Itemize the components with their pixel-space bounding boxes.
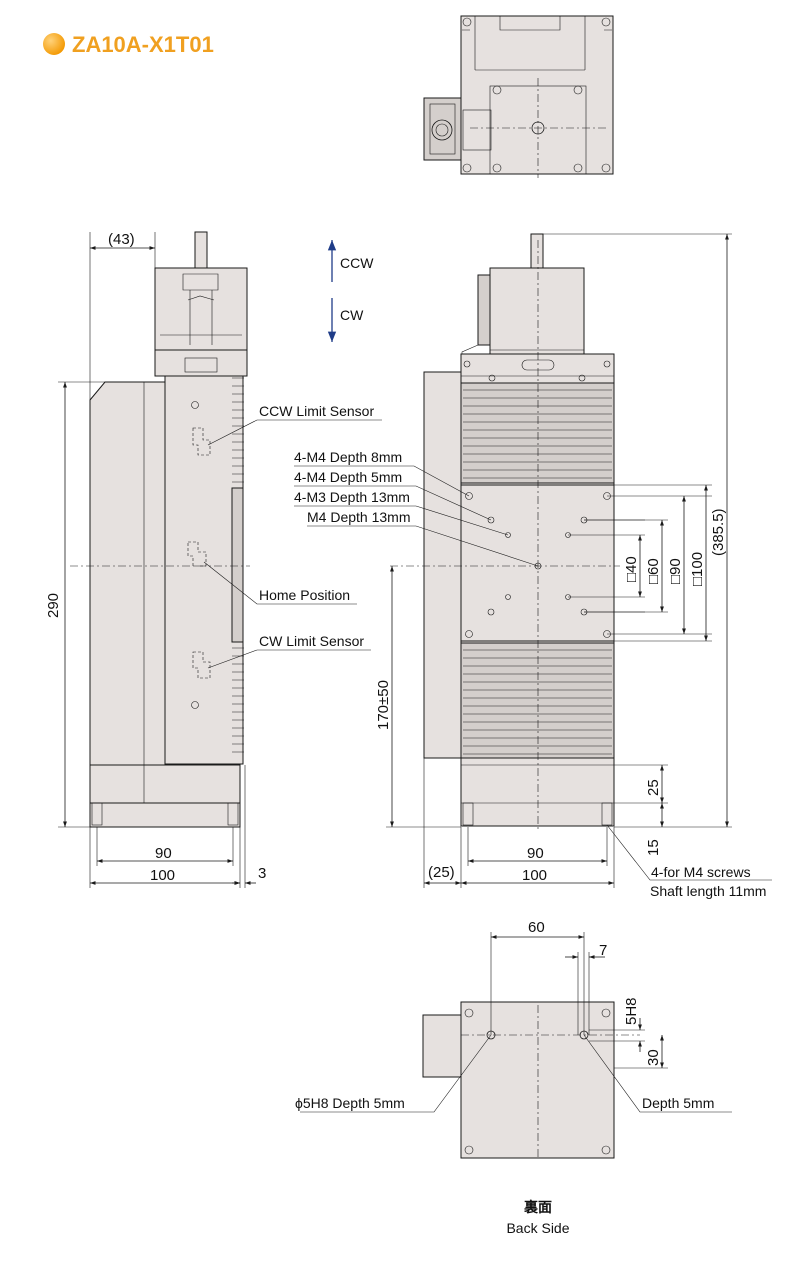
rotation-indicator: CCW CW	[327, 240, 374, 342]
dim-60-back: 60	[528, 919, 545, 936]
dim-170: 170±50	[375, 680, 392, 730]
connector-icon	[431, 119, 453, 141]
callout-m4-depth5: 4-M4 Depth 5mm	[294, 469, 402, 485]
screws-callout-1: 4-for M4 screws	[651, 864, 751, 880]
depth-callout-label: Depth 5mm	[642, 1095, 714, 1111]
dim-90-side: 90	[155, 845, 172, 862]
ccw-limit-sensor-label: CCW Limit Sensor	[259, 403, 374, 419]
title-block: ZA10A-X1T01	[43, 32, 214, 57]
dim-sq60: □60	[645, 558, 662, 584]
dim-sq40: □40	[623, 556, 640, 582]
callout-m4-depth13: M4 Depth 13mm	[307, 509, 410, 525]
ccw-label: CCW	[340, 255, 374, 271]
front-view: 4-M4 Depth 8mm 4-M4 Depth 5mm 4-M3 Depth…	[294, 233, 772, 899]
hole-callout-label: ϕ5H8 Depth 5mm	[295, 1095, 405, 1111]
bullet-icon	[43, 33, 65, 55]
back-view: 60 7 5H8 30 ϕ5H8 Depth 5mm Depth 5mm 裏面 …	[295, 919, 732, 1236]
dim-5h8: 5H8	[623, 997, 640, 1025]
dim-3: 3	[258, 865, 266, 882]
back-side-caption-en: Back Side	[506, 1220, 569, 1236]
dim-90-front: 90	[527, 845, 544, 862]
cw-limit-sensor-label: CW Limit Sensor	[259, 633, 364, 649]
callout-m4-depth8: 4-M4 Depth 8mm	[294, 449, 402, 465]
dim-25-v: 25	[645, 779, 662, 796]
top-view	[423, 15, 614, 178]
dim-sq100: □100	[689, 552, 706, 586]
dim-30: 30	[645, 1049, 662, 1066]
page-title: ZA10A-X1T01	[72, 32, 214, 57]
dim-100-front: 100	[522, 867, 547, 884]
dim-15: 15	[645, 839, 662, 856]
home-position-label: Home Position	[259, 587, 350, 603]
dim-385-5: (385.5)	[710, 508, 727, 556]
dim-25-h: (25)	[428, 864, 455, 881]
dim-43: (43)	[108, 231, 135, 248]
dim-290: 290	[45, 593, 62, 618]
cw-label: CW	[340, 307, 364, 323]
callout-m3-depth13: 4-M3 Depth 13mm	[294, 489, 410, 505]
dim-7: 7	[599, 942, 607, 959]
dim-sq90: □90	[667, 558, 684, 584]
screws-callout-2: Shaft length 11mm	[650, 883, 766, 899]
side-view: (43) 290 90 100 3 CCW Limit Sensor Home …	[45, 231, 382, 888]
dim-100-side: 100	[150, 867, 175, 884]
back-side-caption-jp: 裏面	[523, 1199, 552, 1215]
